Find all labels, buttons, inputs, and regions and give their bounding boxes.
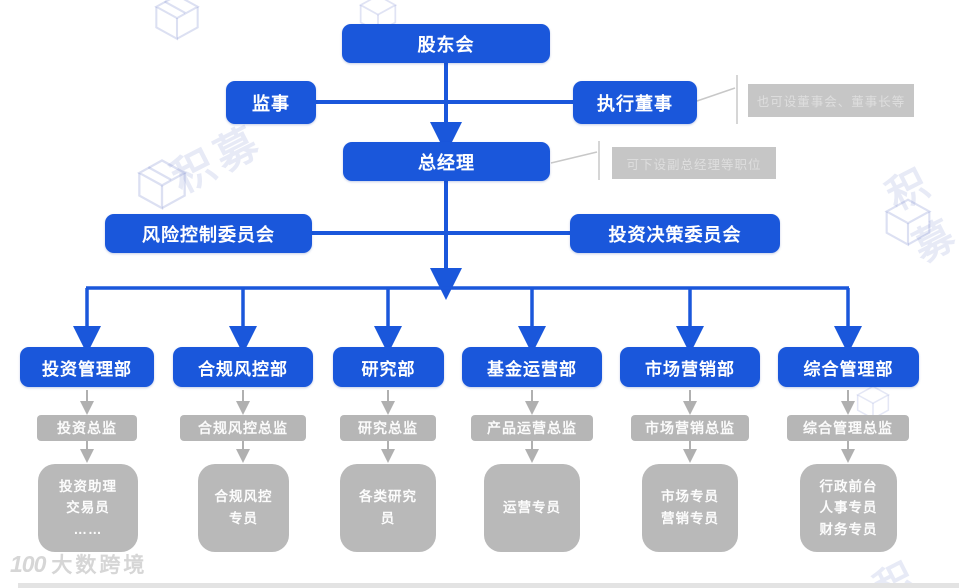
node-supervisor: 监事: [226, 81, 316, 124]
node-general-manager: 总经理: [343, 142, 550, 181]
director-label: 投资总监: [57, 420, 117, 436]
node-director-investment: 投资总监: [37, 415, 137, 441]
jimu-watermark-icon: [154, 0, 200, 41]
dashu-logo: 100 大数跨境: [10, 549, 147, 579]
bottom-edge-strip: [18, 583, 959, 588]
node-staff-research: 各类研究 员: [340, 464, 436, 552]
dept-label: 市场营销部: [645, 359, 735, 379]
dept-label: 基金运营部: [487, 359, 577, 379]
node-supervisor-label: 监事: [252, 93, 290, 114]
node-director-compliance: 合规风控总监: [180, 415, 306, 441]
node-dept-compliance: 合规风控部: [173, 347, 313, 387]
staff-label: 合规风控 专员: [214, 489, 273, 526]
dept-label: 研究部: [361, 359, 416, 379]
node-director-research: 研究总监: [340, 415, 436, 441]
node-staff-operations: 运营专员: [484, 464, 580, 552]
dept-label: 合规风控部: [198, 359, 288, 379]
jimu-watermark-text: 积募: [879, 159, 959, 271]
jimu-watermark-icon: [884, 198, 932, 247]
node-staff-investment: 投资助理 交易员 ……: [38, 464, 138, 552]
director-label: 综合管理总监: [803, 420, 893, 436]
node-general-manager-label: 总经理: [418, 152, 475, 173]
note-deputy-gm-option-text: 可下设副总经理等职位: [626, 157, 762, 172]
node-staff-compliance: 合规风控 专员: [198, 464, 289, 552]
note-board-option-text: 也可设董事会、董事长等: [756, 95, 906, 109]
node-staff-general-management: 行政前台 人事专员 财务专员: [800, 464, 897, 552]
node-director-marketing: 市场营销总监: [631, 415, 749, 441]
dashu-logo-icon: 100: [10, 550, 46, 577]
director-label: 研究总监: [358, 420, 418, 436]
staff-label: 运营专员: [503, 500, 561, 516]
dept-label: 投资管理部: [42, 359, 132, 379]
node-dept-research: 研究部: [333, 347, 444, 387]
node-investment-decision-committee-label: 投资决策委员会: [608, 224, 742, 245]
note-deputy-gm-option: 可下设副总经理等职位: [612, 147, 776, 179]
staff-label: 投资助理 交易员 ……: [59, 478, 117, 537]
staff-label: 市场专员 营销专员: [661, 489, 719, 526]
node-executive-director-label: 执行董事: [597, 93, 673, 114]
node-risk-control-committee: 风险控制委员会: [105, 214, 312, 253]
jimu-watermark-icon: [136, 159, 188, 210]
dashu-logo-text: 大数跨境: [51, 554, 148, 577]
node-director-general-management: 综合管理总监: [787, 415, 909, 441]
node-director-product-operations: 产品运营总监: [471, 415, 593, 441]
node-dept-general-management: 综合管理部: [778, 347, 919, 387]
node-shareholders: 股东会: [342, 24, 550, 63]
node-dept-marketing: 市场营销部: [620, 347, 760, 387]
node-risk-control-committee-label: 风险控制委员会: [142, 224, 275, 245]
staff-label: 行政前台 人事专员 财务专员: [819, 478, 878, 537]
staff-label: 各类研究 员: [359, 489, 417, 526]
director-label: 产品运营总监: [487, 420, 577, 436]
node-staff-marketing: 市场专员 营销专员: [642, 464, 738, 552]
dept-label: 综合管理部: [803, 359, 894, 379]
node-shareholders-label: 股东会: [417, 34, 475, 55]
note-board-option: 也可设董事会、董事长等: [748, 84, 914, 117]
node-dept-fund-operations: 基金运营部: [462, 347, 602, 387]
node-investment-decision-committee: 投资决策委员会: [570, 214, 780, 253]
node-executive-director: 执行董事: [573, 81, 697, 124]
director-label: 市场营销总监: [645, 420, 735, 436]
node-dept-investment: 投资管理部: [20, 347, 154, 387]
director-label: 合规风控总监: [198, 420, 288, 436]
